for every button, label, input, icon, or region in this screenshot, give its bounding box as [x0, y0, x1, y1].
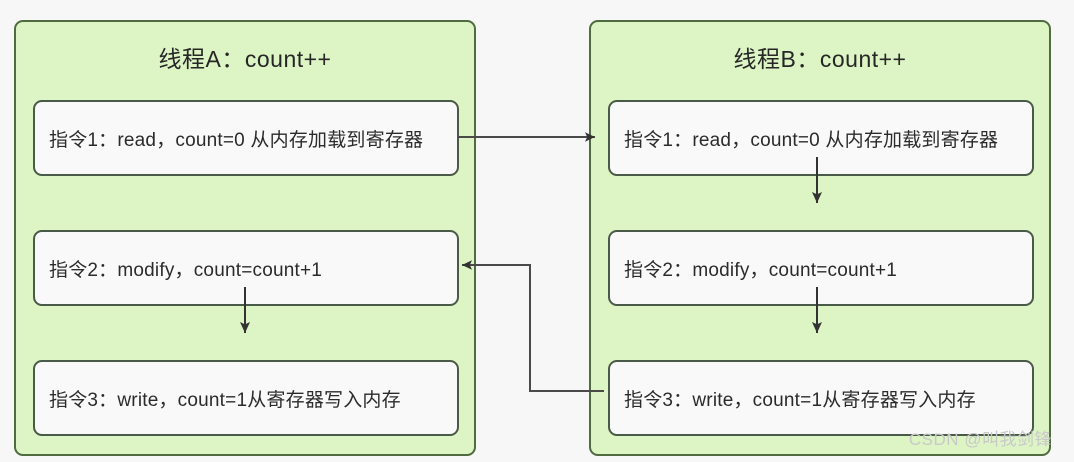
csdn-watermark: CSDN @叫我剑锋 — [908, 430, 1052, 449]
thread-b-instruction-1: 指令1：read，count=0 从内存加载到寄存器 — [608, 100, 1034, 176]
thread-a-instruction-2-label: 指令2：modify，count=count+1 — [49, 259, 323, 281]
thread-b-instruction-1-label: 指令1：read，count=0 从内存加载到寄存器 — [624, 129, 999, 151]
thread-b-instruction-2-label: 指令2：modify，count=count+1 — [624, 259, 898, 281]
thread-b-instruction-3-label: 指令3：write，count=1从寄存器写入内存 — [624, 389, 976, 411]
thread-a-panel: 线程A：count++ 指令1：read，count=0 从内存加载到寄存器 指… — [14, 20, 476, 456]
thread-b-panel: 线程B：count++ 指令1：read，count=0 从内存加载到寄存器 指… — [589, 20, 1051, 456]
thread-b-title: 线程B：count++ — [733, 46, 907, 72]
thread-b-instruction-3: 指令3：write，count=1从寄存器写入内存 — [608, 360, 1034, 436]
connector-b3-to-a2 — [462, 260, 604, 392]
thread-b-instruction-2: 指令2：modify，count=count+1 — [608, 230, 1034, 306]
thread-a-instruction-3-label: 指令3：write，count=1从寄存器写入内存 — [49, 389, 401, 411]
thread-a-instruction-1: 指令1：read，count=0 从内存加载到寄存器 — [33, 100, 459, 176]
thread-a-title: 线程A：count++ — [158, 46, 332, 72]
thread-a-instruction-3: 指令3：write，count=1从寄存器写入内存 — [33, 360, 459, 436]
thread-a-instruction-1-label: 指令1：read，count=0 从内存加载到寄存器 — [49, 129, 424, 151]
thread-a-instruction-2: 指令2：modify，count=count+1 — [33, 230, 459, 306]
